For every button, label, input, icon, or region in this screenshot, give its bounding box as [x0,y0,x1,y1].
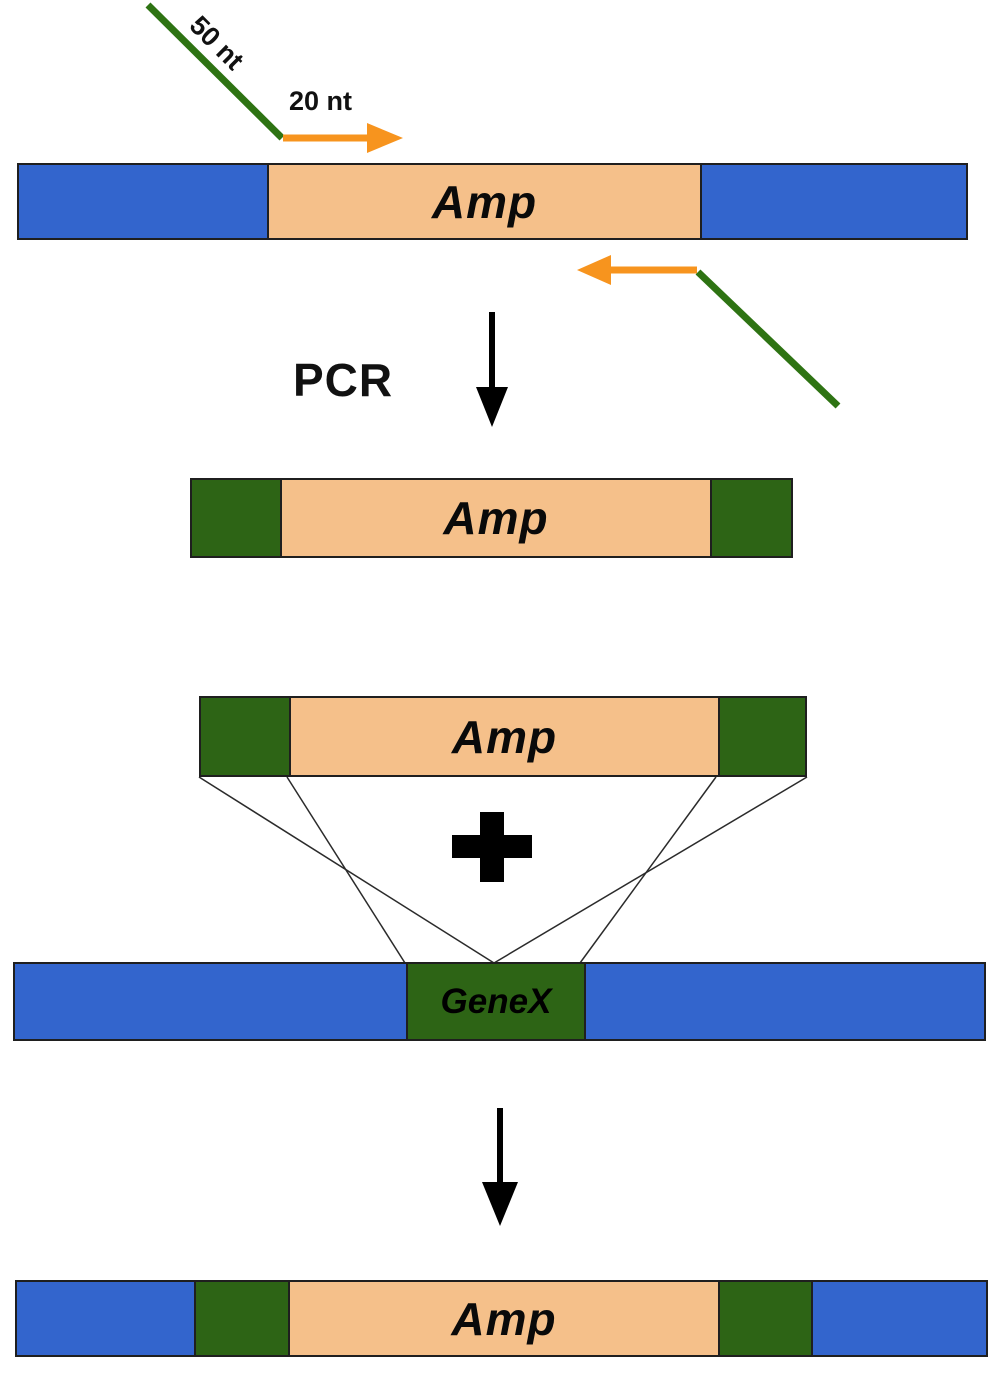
flank-left-segment [19,165,267,238]
amp-label: Amp [431,175,538,228]
crossover-line-inner-right [579,776,717,964]
homology-length-label: 50 nt [183,10,250,76]
reverse-primer-arrow-icon [577,255,611,285]
amp-label: Amp [443,492,549,544]
pcr-down-arrow-icon [476,387,508,427]
amp-label: Amp [451,710,558,763]
recombinant-product-bar: Amp [15,1280,988,1357]
template-dna-bar: Amp [17,163,968,240]
homology-right-segment [718,1282,811,1355]
homology-right-segment [718,698,805,775]
homology-left-segment [192,480,280,556]
amp-cassette-segment: Amp [280,480,710,556]
chromosome-right-segment [811,1282,986,1355]
target-locus-bar: GeneX [13,962,986,1041]
homology-left-segment [194,1282,288,1355]
amp-cassette-segment: Amp [288,1282,718,1355]
plus-icon [452,812,532,882]
amp-label: Amp [451,1292,557,1345]
annealing-length-label: 20 nt [289,86,353,116]
integration-down-arrow-icon [482,1182,518,1226]
forward-primer-arrow-icon [367,123,403,153]
homology-left-segment [201,698,289,775]
homology-right-segment [710,480,791,556]
chromosome-right-segment [584,964,984,1039]
crossover-line-outer-left [198,776,495,964]
chromosome-left-segment [15,964,406,1039]
amp-cassette-segment: Amp [267,165,700,238]
flank-right-segment [700,165,966,238]
reverse-primer-homology-tail [695,269,841,409]
genex-segment: GeneX [406,964,584,1039]
crossover-line-outer-right [493,776,808,964]
crossover-line-inner-left [286,776,406,964]
genex-label: GeneX [440,981,552,1021]
donor-fragment-bar: Amp [199,696,807,777]
pcr-product-bar: Amp [190,478,793,558]
amp-cassette-segment: Amp [289,698,718,775]
pcr-step-label: PCR [293,354,394,406]
chromosome-left-segment [17,1282,194,1355]
